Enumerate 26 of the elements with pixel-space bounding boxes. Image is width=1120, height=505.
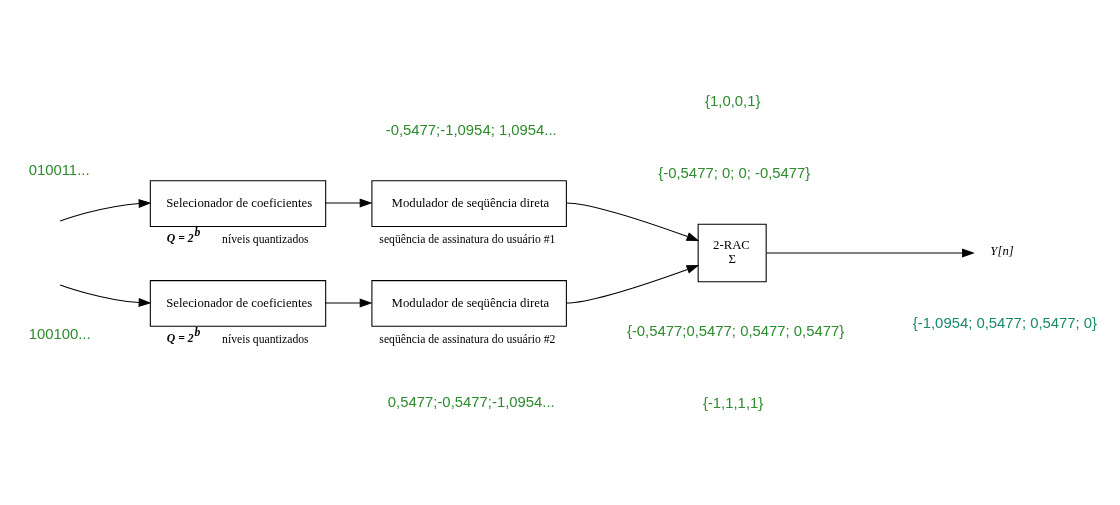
label: {-1,0954; 0,5477; 0,5477; 0} — [912, 314, 1098, 331]
node-text: Y[n] — [990, 243, 1014, 258]
node-box: Selecionador de coeficientes — [149, 179, 327, 227]
arrow — [565, 264, 700, 303]
label: {-1,1,1,1} — [702, 394, 764, 411]
label: {-0,5477; 0; 0; -0,5477} — [658, 164, 811, 181]
arrow — [59, 283, 152, 307]
label: {-0,5477;0,5477; 0,5477; 0,5477} — [626, 322, 845, 339]
label: -0,5477;-1,0954; 1,0954... — [385, 121, 557, 138]
arrow — [765, 248, 975, 257]
label: 010011... — [28, 161, 90, 178]
node-label: níveis quantizados — [222, 232, 309, 246]
node-box: 2-RAC Σ — [697, 223, 767, 282]
node-box: Modulador de seqüência direta — [371, 279, 567, 327]
arrow — [324, 298, 373, 307]
arrow — [565, 202, 700, 241]
label: 100100... — [28, 325, 91, 342]
node-box: Selecionador de coeficientes — [149, 279, 327, 327]
arrow — [324, 198, 373, 207]
node-label: seqüência de assinatura do usuário #2 — [379, 332, 556, 346]
node-label: seqüência de assinatura do usuário #1 — [379, 232, 556, 246]
node-label: níveis quantizados — [222, 332, 309, 346]
label: 0,5477;-0,5477;-1,0954... — [387, 393, 555, 410]
arrow — [59, 198, 152, 222]
node-box: Modulador de seqüência direta — [371, 179, 567, 227]
label: {1,0,0,1} — [705, 92, 761, 109]
